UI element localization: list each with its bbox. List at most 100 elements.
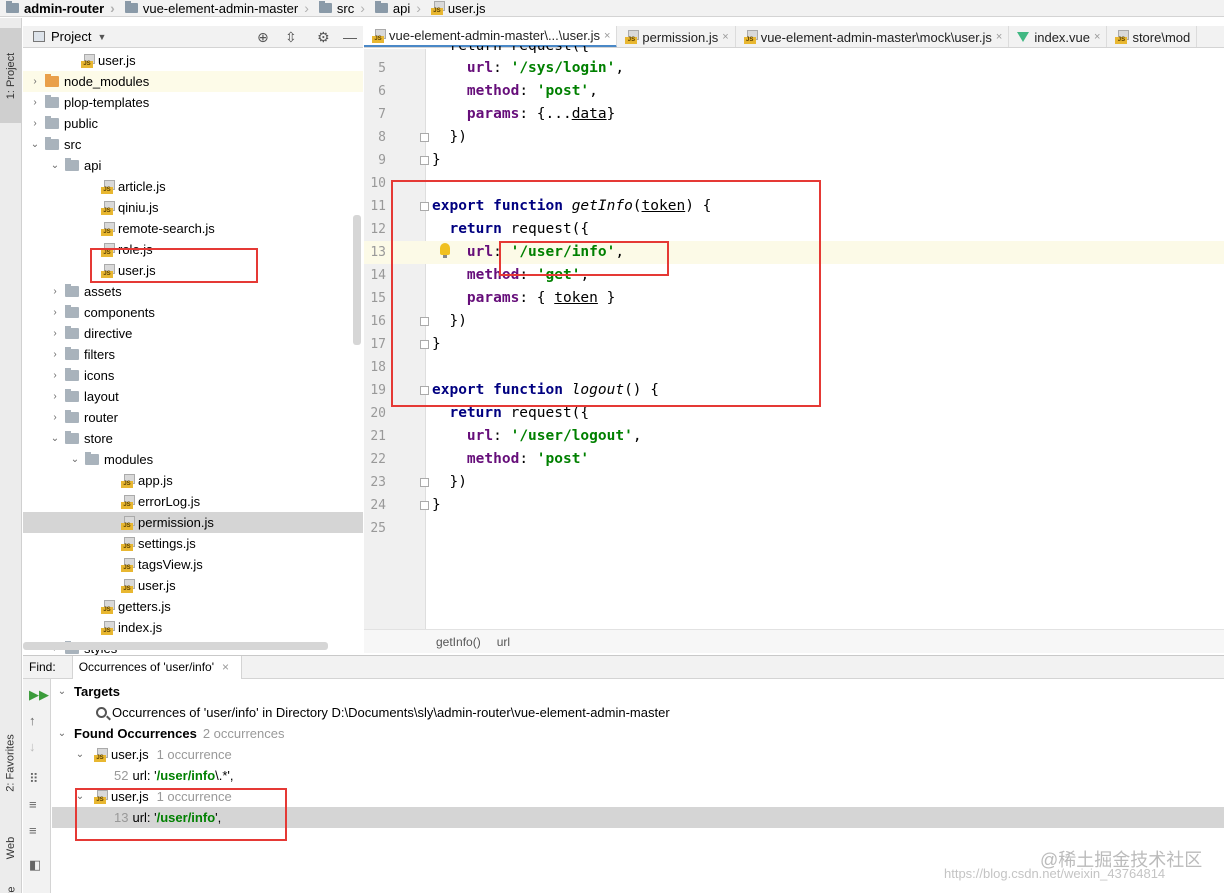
chevron-down-icon[interactable]: ⌄ bbox=[57, 686, 67, 697]
chevron-down-icon[interactable]: ▼ bbox=[97, 31, 107, 42]
fold-marker-icon[interactable] bbox=[420, 340, 429, 349]
tree-file-item[interactable]: tagsView.js bbox=[23, 554, 363, 575]
rerun-icon[interactable]: ▶▶ bbox=[29, 687, 49, 702]
code-editor[interactable] bbox=[426, 49, 1224, 629]
fold-marker-icon[interactable] bbox=[420, 386, 429, 395]
chevron-down-icon[interactable]: ⌄ bbox=[57, 728, 67, 739]
js-file-icon bbox=[94, 789, 108, 804]
chevron-down-icon[interactable]: ⌄ bbox=[75, 791, 85, 802]
tree-file-item[interactable]: qiniu.js bbox=[23, 197, 363, 218]
collapse-all-icon[interactable]: ≡ bbox=[29, 823, 37, 838]
tree-folder-item[interactable]: ›filters bbox=[23, 344, 363, 365]
tree-file-item[interactable]: index.js bbox=[23, 617, 363, 638]
chevron-right-icon[interactable]: › bbox=[33, 118, 37, 129]
tree-folder-item[interactable]: ›router bbox=[23, 407, 363, 428]
tree-folder-item[interactable]: ›layout bbox=[23, 386, 363, 407]
chevron-right-icon[interactable]: › bbox=[53, 286, 57, 297]
tree-file-item[interactable]: getters.js bbox=[23, 596, 363, 617]
chevron-down-icon[interactable]: ⌄ bbox=[30, 139, 40, 150]
editor-breadcrumb-property[interactable]: url bbox=[496, 634, 511, 649]
chevron-right-icon[interactable]: › bbox=[33, 97, 37, 108]
breadcrumb-item-file[interactable]: user.js bbox=[425, 0, 490, 17]
editor-breadcrumb-function[interactable]: getInfo() bbox=[436, 634, 481, 649]
fold-marker-icon[interactable] bbox=[420, 133, 429, 142]
tree-folder-item[interactable]: ›node_modules bbox=[23, 71, 363, 92]
editor-tab[interactable]: store\mod bbox=[1107, 26, 1198, 47]
tree-folder-item[interactable]: ⌄store bbox=[23, 428, 363, 449]
tree-folder-item[interactable]: ›components bbox=[23, 302, 363, 323]
tree-folder-item[interactable]: ›directive bbox=[23, 323, 363, 344]
tree-file-item[interactable]: remote-search.js bbox=[23, 218, 363, 239]
tree-horizontal-scrollbar[interactable] bbox=[23, 642, 328, 650]
chevron-right-icon[interactable]: › bbox=[53, 370, 57, 381]
targets-node[interactable]: ⌄ Targets bbox=[57, 684, 120, 699]
tree-file-item[interactable]: app.js bbox=[23, 470, 363, 491]
tree-file-item[interactable]: permission.js bbox=[23, 512, 363, 533]
tool-tab-structure[interactable]: ture bbox=[0, 880, 22, 893]
tree-folder-item[interactable]: ›icons bbox=[23, 365, 363, 386]
close-icon[interactable]: × bbox=[1094, 31, 1101, 43]
breadcrumb-item-api[interactable]: api› bbox=[369, 0, 425, 17]
expand-all-icon[interactable]: ≡ bbox=[29, 797, 37, 812]
tree-folder-item[interactable]: ›assets bbox=[23, 281, 363, 302]
editor-tab[interactable]: vue-element-admin-master\...\user.js× bbox=[364, 26, 618, 47]
tree-folder-item[interactable]: ›public bbox=[23, 113, 363, 134]
fold-marker-icon[interactable] bbox=[420, 317, 429, 326]
result-file-row[interactable]: ⌄ user.js 1 occurrence bbox=[52, 744, 1224, 765]
chevron-right-icon[interactable]: › bbox=[53, 349, 57, 360]
tool-tab-project[interactable]: 1: Project bbox=[0, 28, 22, 123]
editor-tab[interactable]: vue-element-admin-master\mock\user.js× bbox=[736, 26, 1010, 47]
tree-vertical-scrollbar[interactable] bbox=[353, 215, 361, 345]
tree-folder-item[interactable]: ›plop-templates bbox=[23, 92, 363, 113]
gear-icon[interactable]: ⚙ bbox=[317, 29, 330, 45]
tree-file-item[interactable]: user.js bbox=[23, 50, 363, 71]
chevron-down-icon[interactable]: ⌄ bbox=[50, 160, 60, 171]
chevron-right-icon[interactable]: › bbox=[33, 76, 37, 87]
breadcrumb-item-root[interactable]: vue-element-admin-master› bbox=[119, 0, 313, 17]
arrow-up-icon[interactable]: ↑ bbox=[29, 713, 36, 728]
tree-folder-item[interactable]: ⌄api bbox=[23, 155, 363, 176]
result-line-row-selected[interactable]: 13 url: '/user/info', bbox=[52, 807, 1224, 828]
close-icon[interactable]: × bbox=[222, 659, 230, 674]
lightbulb-icon[interactable] bbox=[440, 243, 450, 258]
close-icon[interactable]: × bbox=[722, 31, 729, 43]
tree-file-item[interactable]: user.js bbox=[23, 575, 363, 596]
project-view-selector[interactable]: Project bbox=[51, 29, 92, 44]
fold-marker-icon[interactable] bbox=[420, 478, 429, 487]
tree-file-item[interactable]: article.js bbox=[23, 176, 363, 197]
group-icon[interactable]: ⠿ bbox=[29, 771, 39, 786]
editor-tab[interactable]: index.vue× bbox=[1009, 26, 1108, 47]
chevron-right-icon[interactable]: › bbox=[53, 328, 57, 339]
result-file-row[interactable]: ⌄ user.js 1 occurrence bbox=[52, 786, 1224, 807]
close-icon[interactable]: × bbox=[603, 29, 611, 42]
chevron-down-icon[interactable]: ⌄ bbox=[50, 433, 60, 444]
fold-marker-icon[interactable] bbox=[420, 501, 429, 510]
tree-folder-item[interactable]: ⌄modules bbox=[23, 449, 363, 470]
target-row[interactable]: Occurrences of 'user/info' in Directory … bbox=[52, 702, 1224, 723]
breadcrumb-item-project[interactable]: admin-router› bbox=[0, 0, 119, 17]
preview-icon[interactable]: ◧ bbox=[29, 857, 42, 872]
chevron-down-icon[interactable]: ⌄ bbox=[70, 454, 80, 465]
close-icon[interactable]: × bbox=[995, 31, 1003, 43]
chevron-down-icon[interactable]: ⌄ bbox=[75, 749, 85, 760]
fold-marker-icon[interactable] bbox=[420, 202, 429, 211]
chevron-right-icon[interactable]: › bbox=[53, 412, 57, 423]
minimize-icon[interactable]: — bbox=[343, 29, 357, 45]
tree-file-item[interactable]: settings.js bbox=[23, 533, 363, 554]
found-occurrences-node[interactable]: ⌄ Found Occurrences 2 occurrences bbox=[57, 726, 285, 741]
tool-tab-web[interactable]: Web bbox=[5, 836, 18, 860]
find-results-tab[interactable]: Occurrences of 'user/info'× bbox=[71, 655, 243, 679]
breadcrumb-item-src[interactable]: src› bbox=[313, 0, 369, 17]
editor-tab[interactable]: permission.js× bbox=[617, 26, 736, 47]
tree-folder-item[interactable]: ⌄src bbox=[23, 134, 363, 155]
collapse-icon[interactable]: ⇳ bbox=[285, 29, 297, 45]
fold-marker-icon[interactable] bbox=[420, 156, 429, 165]
tool-tab-favorites[interactable]: 2: Favorites bbox=[5, 734, 17, 792]
chevron-right-icon[interactable]: › bbox=[53, 391, 57, 402]
chevron-right-icon[interactable]: › bbox=[53, 307, 57, 318]
arrow-down-icon[interactable]: ↓ bbox=[29, 739, 36, 754]
tree-file-item[interactable]: errorLog.js bbox=[23, 491, 363, 512]
locate-icon[interactable]: ⊕ bbox=[257, 29, 269, 45]
tree-file-item[interactable]: user.js bbox=[23, 260, 363, 281]
result-line-row[interactable]: 52 url: '/user/info\.*', bbox=[114, 768, 234, 783]
